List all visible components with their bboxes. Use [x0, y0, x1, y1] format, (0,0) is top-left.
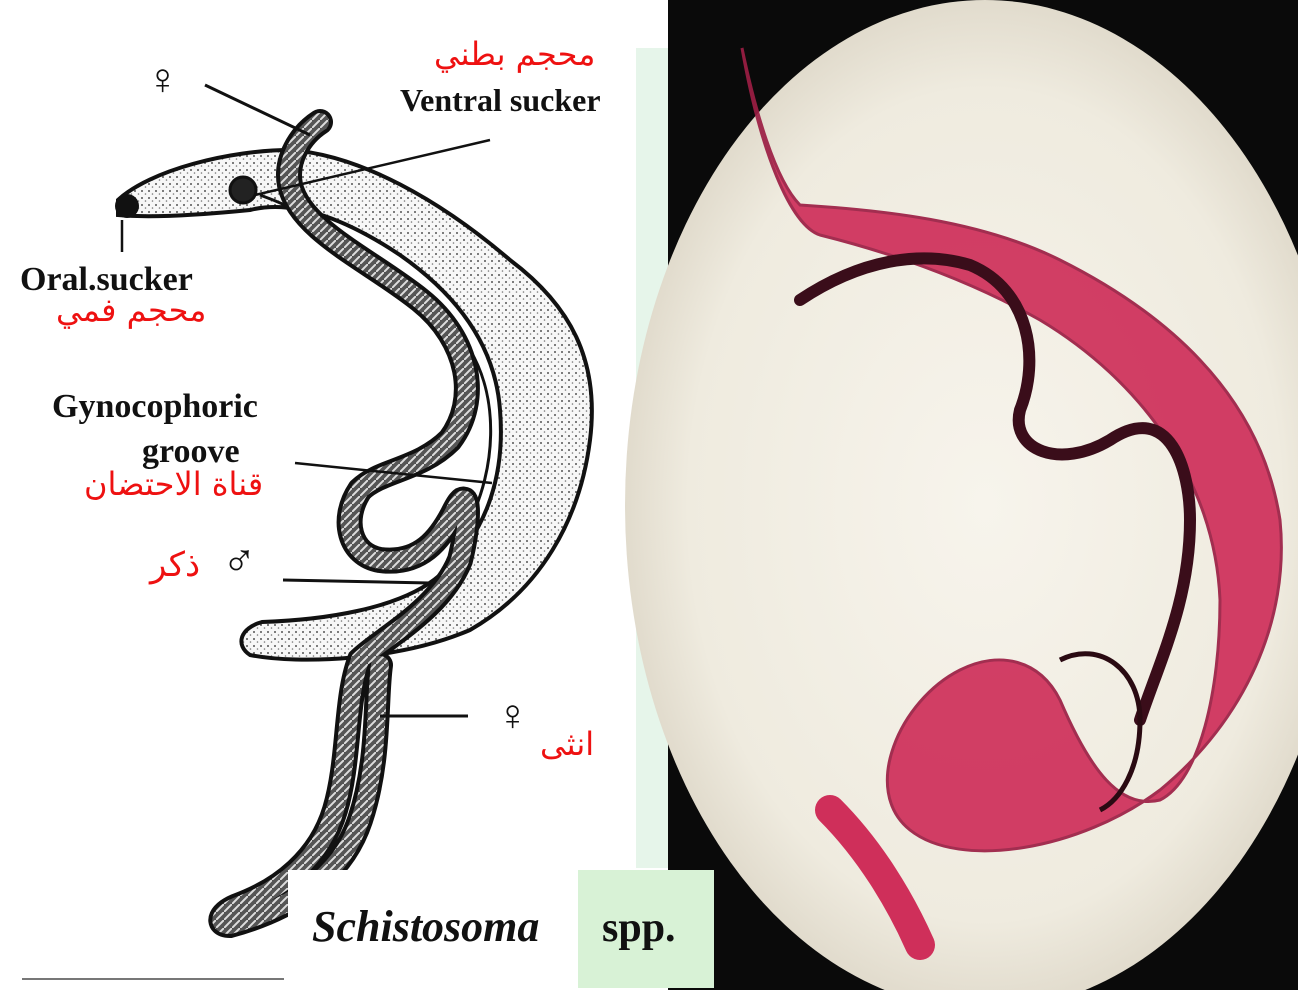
bottom-rule [22, 978, 284, 980]
label-groove-ar: قناة الاحتضان [84, 468, 263, 500]
label-female-ar: انثى [540, 728, 594, 760]
leader-female-top [205, 85, 310, 135]
male-symbol: ♂ [222, 538, 257, 584]
label-ventral-sucker: Ventral sucker [400, 84, 601, 116]
micrograph [625, 0, 1298, 990]
caption-genus: Schistosoma [312, 905, 539, 949]
label-oral-sucker-ar: محجم فمي [56, 294, 206, 326]
oral-sucker-mark [115, 194, 139, 218]
female-symbol-bottom: ♀ [496, 694, 529, 738]
caption-suffix: spp. [602, 907, 676, 949]
label-male-ar: ذكر [150, 548, 200, 582]
worm-pair-drawing [115, 85, 592, 925]
ventral-sucker-mark [230, 177, 256, 203]
label-ventral-sucker-ar: محجم بطني [434, 38, 595, 70]
leader-male [283, 580, 430, 583]
label-gynocophoric: Gynocophoric [52, 390, 258, 424]
female-symbol-top: ♀ [146, 58, 179, 102]
label-groove: groove [142, 435, 240, 469]
